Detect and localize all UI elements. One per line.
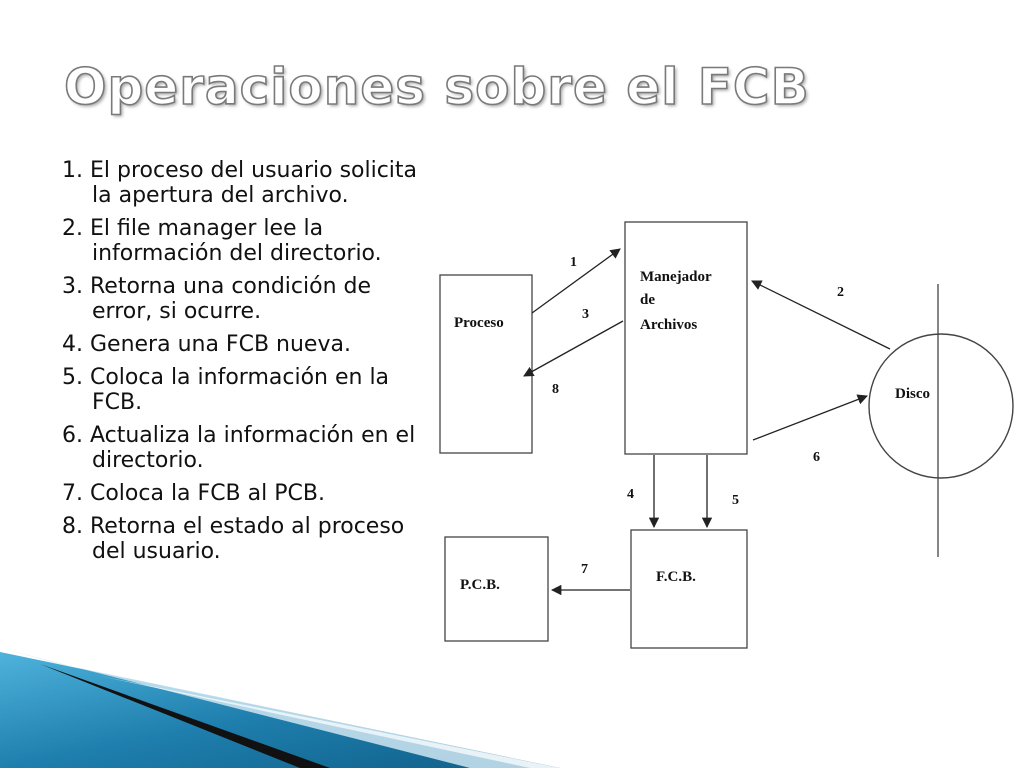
edge-5-label: 5	[732, 493, 739, 508]
step-item: 3. Retorna una condición de error, si oc…	[62, 274, 372, 324]
pcb-label: P.C.B.	[460, 577, 500, 593]
step-item: 4. Genera una FCB nueva.	[62, 332, 351, 357]
manejador-label-line-2: de	[640, 292, 655, 308]
edge-6-arrow	[752, 394, 868, 441]
step-item: 2. El file manager lee la información de…	[62, 216, 382, 266]
proceso-box	[439, 274, 533, 454]
disco-circle	[868, 333, 1014, 479]
edge-2-label: 2	[837, 285, 844, 300]
edge-3-label: 3	[582, 307, 589, 322]
proceso-label: Proceso	[454, 315, 504, 331]
manejador-label-line-3: Archivos	[640, 317, 697, 333]
manejador-label-line-1: Manejador	[640, 269, 712, 285]
step-item: 5. Coloca la información en la FCB.	[62, 365, 390, 415]
slide-title: Operaciones sobre el FCB	[63, 57, 810, 117]
fcb-box	[630, 529, 748, 649]
edge-8-label: 8	[552, 382, 559, 397]
fcb-label: F.C.B.	[656, 569, 696, 585]
edge-7-label: 7	[581, 562, 588, 577]
step-item: 6. Actualiza la información en el direct…	[62, 423, 416, 473]
pcb-box	[444, 536, 549, 642]
step-item: 7. Coloca la FCB al PCB.	[62, 481, 325, 506]
edge-3-8-arrow	[523, 320, 624, 377]
edge-1-arrow	[531, 248, 621, 314]
edge-6-label: 6	[813, 450, 820, 465]
step-item: 8. Retorna el estado al proceso del usua…	[62, 514, 405, 564]
disco-label: Disco	[895, 386, 930, 402]
manejador-box	[624, 221, 748, 455]
edge-1-label: 1	[570, 255, 577, 270]
fcb-diagram: Proceso Manejador de Archivos Disco P.C.…	[439, 221, 1014, 649]
edge-4-label: 4	[627, 487, 634, 502]
step-list: 1. El proceso del usuario solicita la ap…	[62, 158, 422, 572]
step-item: 1. El proceso del usuario solicita la ap…	[62, 158, 418, 208]
edge-2-arrow	[751, 280, 891, 350]
